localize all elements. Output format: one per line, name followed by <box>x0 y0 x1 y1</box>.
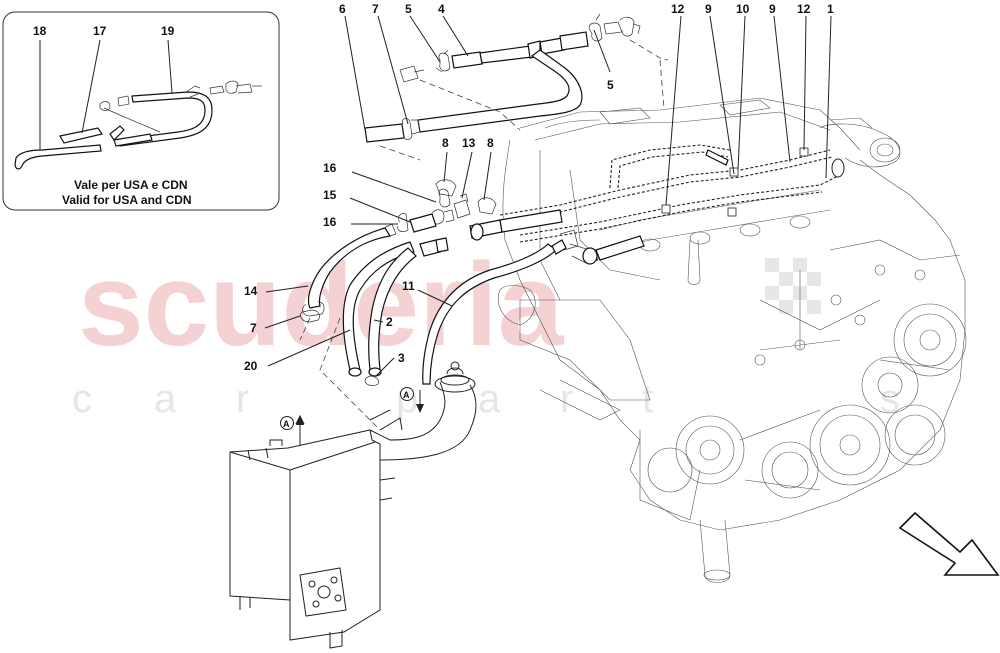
watermark-flag <box>765 258 821 314</box>
callout-8: 8 <box>487 136 494 150</box>
callout-19: 19 <box>161 24 175 38</box>
inset-note-italian: Vale per USA e CDN <box>74 178 188 192</box>
callout-18: 18 <box>33 24 47 38</box>
watermark: scuderia c a r p a r t s <box>72 239 900 421</box>
callout-16: 16 <box>323 215 337 229</box>
callout-16: 16 <box>323 161 337 175</box>
callout-4: 4 <box>438 2 445 16</box>
callout-12: 12 <box>671 2 685 16</box>
callout-12: 12 <box>797 2 811 16</box>
callout-15: 15 <box>323 188 337 202</box>
watermark-letter: t <box>642 377 653 421</box>
watermark-letter: a <box>478 377 501 421</box>
callout-20: 20 <box>244 359 258 373</box>
watermark-letter: s <box>880 377 900 421</box>
callout-17: 17 <box>93 24 107 38</box>
callout-9: 9 <box>705 2 712 16</box>
watermark-brand: scuderia <box>78 239 565 371</box>
callout-3: 3 <box>398 351 405 365</box>
hose-assembly-4 <box>364 13 669 161</box>
callout-5: 5 <box>607 78 614 92</box>
inset-note-english: Valid for USA and CDN <box>62 193 192 207</box>
breather-hoses-left <box>299 179 645 431</box>
ref-marker-a-hose: A <box>403 390 410 400</box>
callout-2: 2 <box>386 315 393 329</box>
usa-cdn-inset: 18 17 19 Vale per USA e CDN Valid for US… <box>2 11 280 211</box>
callout-13: 13 <box>462 136 476 150</box>
callout-14: 14 <box>244 284 258 298</box>
callout-7: 7 <box>372 2 379 16</box>
watermark-letter: r <box>236 377 249 421</box>
callout-5: 5 <box>405 2 412 16</box>
callout-6: 6 <box>339 2 346 16</box>
watermark-letter: r <box>560 377 573 421</box>
flow-arrow-down <box>416 390 424 413</box>
callouts: 6 7 5 4 5 12 9 10 9 12 1 8 13 8 16 15 16… <box>244 2 834 373</box>
callout-8: 8 <box>442 136 449 150</box>
callout-9: 9 <box>769 2 776 16</box>
watermark-letter: c <box>72 377 92 421</box>
callout-7: 7 <box>250 321 257 335</box>
front-direction-arrow <box>898 511 1000 576</box>
leader-lines <box>264 15 832 377</box>
watermark-letter: a <box>154 377 177 421</box>
callout-1: 1 <box>827 2 834 16</box>
vent-hoses-dashed <box>499 144 845 243</box>
reference-marker-a: A A <box>280 387 414 430</box>
callout-10: 10 <box>736 2 750 16</box>
oil-tank <box>229 361 477 649</box>
callout-11: 11 <box>402 279 415 293</box>
ref-marker-a-tank: A <box>283 419 290 429</box>
